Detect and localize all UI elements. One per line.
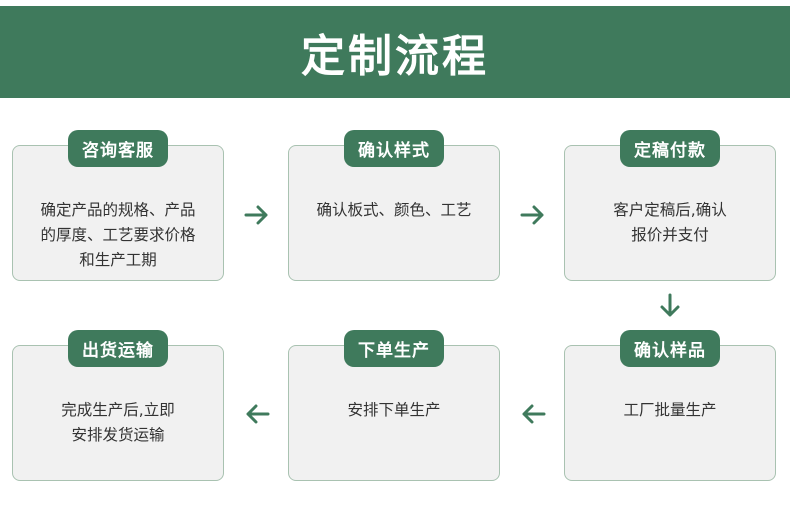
arrow-right-icon bbox=[518, 200, 548, 230]
step-card-consult: 咨询客服 确定产品的规格、产品 的厚度、工艺要求价格 和生产工期 bbox=[12, 130, 224, 281]
step-label: 出货运输 bbox=[68, 330, 168, 367]
arrow-left-icon bbox=[518, 399, 548, 429]
arrow-down-icon bbox=[655, 291, 685, 321]
step-label: 确认样品 bbox=[620, 330, 720, 367]
step-description: 确定产品的规格、产品 的厚度、工艺要求价格 和生产工期 bbox=[40, 201, 196, 269]
step-card-sample: 确认样品 工厂批量生产 bbox=[564, 330, 776, 481]
arrow-right-icon bbox=[242, 200, 272, 230]
step-label: 确认样式 bbox=[344, 130, 444, 167]
title-banner: 定制流程 bbox=[0, 6, 790, 98]
arrow-left-icon bbox=[242, 399, 272, 429]
step-label: 下单生产 bbox=[344, 330, 444, 367]
step-description: 客户定稿后,确认 报价并支付 bbox=[613, 201, 727, 244]
step-description: 完成生产后,立即 安排发货运输 bbox=[61, 401, 175, 444]
page-title: 定制流程 bbox=[301, 31, 489, 82]
step-card-style: 确认样式 确认板式、颜色、工艺 bbox=[288, 130, 500, 281]
step-description: 确认板式、颜色、工艺 bbox=[316, 201, 472, 219]
step-description: 安排下单生产 bbox=[347, 401, 441, 419]
step-card-shipping: 出货运输 完成生产后,立即 安排发货运输 bbox=[12, 330, 224, 481]
step-card-production: 下单生产 安排下单生产 bbox=[288, 330, 500, 481]
step-description: 工厂批量生产 bbox=[623, 401, 717, 419]
step-card-payment: 定稿付款 客户定稿后,确认 报价并支付 bbox=[564, 130, 776, 281]
step-label: 咨询客服 bbox=[68, 130, 168, 167]
step-label: 定稿付款 bbox=[620, 130, 720, 167]
